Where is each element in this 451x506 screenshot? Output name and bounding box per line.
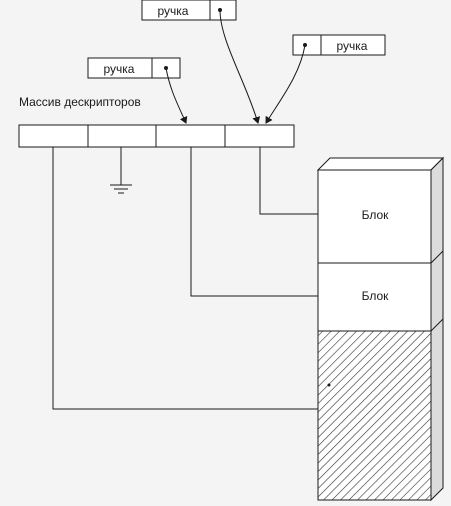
handle-left-label: ручка (104, 62, 135, 76)
memory-free-area (317, 330, 432, 501)
descriptor-array-title: Массив дескрипторов (19, 95, 141, 109)
handle-top-label: ручка (158, 4, 189, 18)
arrow-left-handle (165, 67, 188, 124)
descriptor-array (18, 124, 295, 148)
memory-block-2-label: Блок (362, 289, 390, 303)
memory-block-1 (317, 169, 432, 264)
connector-slot1-free-area (52, 147, 318, 410)
ground-icon (110, 147, 132, 194)
memory-block-2 (317, 262, 432, 332)
handle-top: ручка (141, 0, 237, 21)
connector-slot4-block1 (259, 147, 318, 215)
arrow-top-handle (219, 9, 261, 124)
handle-right: ручка (292, 34, 386, 56)
memory-column: Блок Блок (316, 156, 445, 502)
handle-left: ручка (87, 57, 181, 79)
memory-block-1-label: Блок (362, 208, 390, 222)
handle-right-label: ручка (337, 39, 368, 53)
connector-slot3-block2 (190, 147, 318, 297)
arrow-right-handle (265, 44, 306, 124)
